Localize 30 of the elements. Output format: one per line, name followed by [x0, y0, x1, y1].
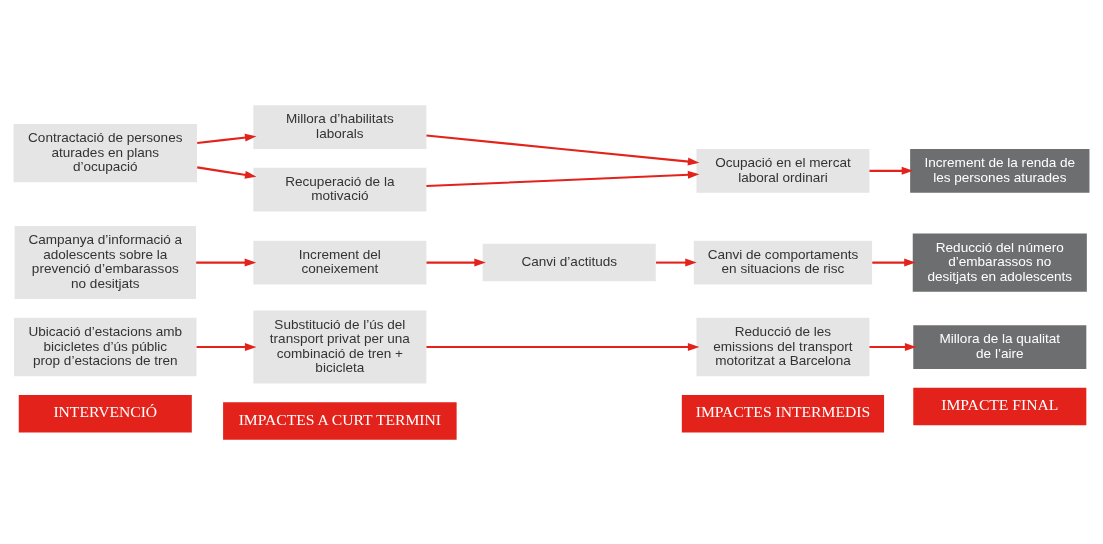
node-box: Substitució de l’ús del transport privat per una combinació de tren + bicicleta: [253, 310, 427, 384]
node-box: IMPACTES INTERMEDIS: [681, 394, 885, 433]
arrow: [197, 133, 257, 144]
arrow: [869, 342, 917, 351]
arrow: [869, 166, 914, 175]
node-box: Ocupació en el mercat laboral ordinari: [696, 148, 870, 193]
node-box: Millora de la qualitat de l’aire: [913, 324, 1087, 369]
arrow: [872, 258, 916, 267]
node-box: INTERVENCIÓ: [18, 394, 192, 433]
node-box: Canvi de comportaments en situacions de risc: [693, 240, 873, 284]
node-box: Campanya d’informació a adolescents sobre la prevenció d’embarassos no desitjats: [14, 225, 196, 299]
node-box: Millora d’habilitats laborals: [253, 104, 427, 149]
arrow: [196, 258, 257, 267]
arrow: [196, 342, 257, 351]
arrow: [656, 258, 697, 267]
node-box: Ubicació d’estacions amb bicicletes d’ús públic prop d’estacions de tren: [14, 317, 197, 376]
arrow: [426, 342, 700, 351]
node-box: Canvi d’actituds: [482, 243, 656, 281]
arrow: [426, 258, 486, 267]
node-box: Recuperació de la motivació: [253, 167, 427, 211]
node-box: Increment del coneixement: [253, 240, 427, 284]
node-box: Increment de la renda de les persones aturades: [910, 148, 1090, 193]
arrow: [426, 134, 700, 166]
arrow: [426, 170, 700, 187]
node-box: Reducció del número d’embarassos no desitjats en adolescents: [912, 232, 1087, 292]
node-box: Contractació de persones aturades en plans d’ocupació: [13, 123, 198, 182]
node-box: IMPACTE FINAL: [913, 387, 1087, 425]
node-box: IMPACTES A CURT TERMINI: [223, 401, 457, 440]
node-box: Reducció de les emissions del transport motoritzat a Barcelona: [696, 317, 870, 376]
arrow: [197, 165, 257, 179]
